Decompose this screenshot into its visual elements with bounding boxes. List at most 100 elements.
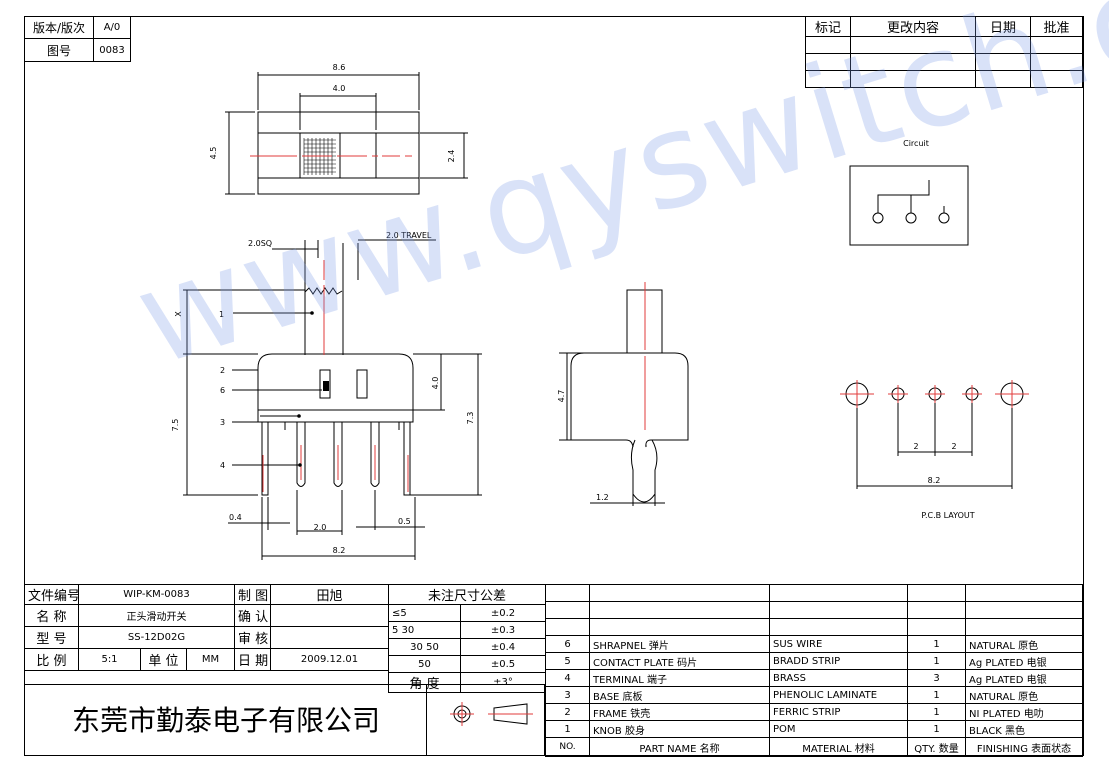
tol-val-4: ±0.5 bbox=[459, 655, 547, 673]
label-part-3: 3 bbox=[220, 418, 225, 427]
confirm-label: 确 认 bbox=[234, 604, 271, 627]
bom-finish: Ag PLATED 电银 bbox=[965, 652, 1083, 670]
dim-top-knob: 2.4 bbox=[447, 150, 456, 163]
bom-part: CONTACT PLATE 码片 bbox=[589, 652, 770, 670]
dim-top-height: 4.5 bbox=[209, 147, 218, 160]
label-part-4: 4 bbox=[220, 461, 225, 470]
revision-table: 标记 更改内容 日期 批准 bbox=[805, 16, 1083, 88]
company-name: 东莞市勤泰电子有限公司 bbox=[71, 704, 380, 737]
bom-header-material: MATERIAL 材料 bbox=[769, 737, 908, 757]
dim-h73: 7.3 bbox=[466, 412, 475, 425]
bom-header-qty: QTY. 数量 bbox=[907, 737, 966, 757]
circuit-label: Circuit bbox=[903, 139, 929, 148]
bom-header-finish: FINISHING 表面状态 bbox=[965, 737, 1083, 757]
label-part-2: 2 bbox=[220, 366, 225, 375]
bom-no: 4 bbox=[545, 669, 590, 687]
top-view-body bbox=[257, 111, 420, 195]
bom-qty: 1 bbox=[907, 720, 966, 738]
bom-no: 1 bbox=[545, 720, 590, 738]
bom-material: FERRIC STRIP bbox=[769, 703, 908, 721]
bom-qty: 3 bbox=[907, 669, 966, 687]
bom-qty: 1 bbox=[907, 652, 966, 670]
tol-range-1: ≤5 bbox=[388, 604, 461, 622]
dim-side47: 4.7 bbox=[557, 390, 566, 403]
tol-range-2: 5 30 bbox=[388, 621, 461, 639]
file-no-value: WIP-KM-0083 bbox=[78, 584, 235, 605]
dim-x: X bbox=[174, 311, 183, 317]
bom-no: 5 bbox=[545, 652, 590, 670]
model-value: SS-12D02G bbox=[78, 626, 235, 649]
dim-pcb2b: 2 bbox=[951, 442, 956, 451]
projection-symbol-box bbox=[426, 684, 545, 756]
bom-no: 2 bbox=[545, 703, 590, 721]
dim-travel: 2.0 TRAVEL bbox=[386, 231, 432, 240]
bom-part: TERMINAL 端子 bbox=[589, 669, 770, 687]
dim-h40: 4.0 bbox=[431, 377, 440, 390]
tol-range-4: 50 bbox=[388, 655, 461, 673]
tol-val-2: ±0.3 bbox=[459, 621, 547, 639]
rev-approve-header: 批准 bbox=[1030, 16, 1083, 37]
rev-date-header: 日期 bbox=[975, 16, 1031, 37]
dim-d20: 2.0 bbox=[314, 523, 327, 532]
bom-finish: NI PLATED 电叻 bbox=[965, 703, 1083, 721]
unit-label: 单 位 bbox=[140, 648, 187, 671]
review-label: 审 核 bbox=[234, 626, 271, 649]
bom-finish: NATURAL 原色 bbox=[965, 635, 1083, 653]
name-value: 正头滑动开关 bbox=[78, 604, 235, 627]
drawing-no-value: 0083 bbox=[93, 38, 131, 62]
dim-top-slot: 4.0 bbox=[333, 84, 346, 93]
draw-label: 制 图 bbox=[234, 584, 271, 605]
dim-side12: 1.2 bbox=[596, 493, 609, 502]
bom-finish: NATURAL 原色 bbox=[965, 686, 1083, 704]
dim-pcb82: 8.2 bbox=[928, 476, 941, 485]
bom-qty: 1 bbox=[907, 703, 966, 721]
bom-finish: BLACK 黑色 bbox=[965, 720, 1083, 738]
company-box bbox=[24, 684, 427, 756]
bom-no: 3 bbox=[545, 686, 590, 704]
bom-part: BASE 底板 bbox=[589, 686, 770, 704]
tol-val-3: ±0.4 bbox=[459, 638, 547, 656]
date-value: 2009.12.01 bbox=[270, 648, 389, 671]
tol-range-3: 30 50 bbox=[388, 638, 461, 656]
bom-material: POM bbox=[769, 720, 908, 738]
label-part-1: 1 bbox=[219, 310, 224, 319]
bom-header-part: PART NAME 名称 bbox=[589, 737, 770, 757]
dim-top-width: 8.6 bbox=[333, 63, 346, 72]
bom-part: KNOB 胶身 bbox=[589, 720, 770, 738]
bom-part: SHRAPNEL 弹片 bbox=[589, 635, 770, 653]
bom-material: PHENOLIC LAMINATE bbox=[769, 686, 908, 704]
bom-part: FRAME 铁壳 bbox=[589, 703, 770, 721]
draw-value: 田旭 bbox=[270, 584, 389, 605]
date-label: 日 期 bbox=[234, 648, 271, 671]
dim-h75: 7.5 bbox=[171, 419, 180, 432]
model-label: 型 号 bbox=[24, 626, 79, 649]
bom-qty: 1 bbox=[907, 686, 966, 704]
bom-qty: 1 bbox=[907, 635, 966, 653]
bom-header-no: NO. bbox=[545, 737, 590, 757]
name-label: 名 称 bbox=[24, 604, 79, 627]
bom-finish: Ag PLATED 电银 bbox=[965, 669, 1083, 687]
dim-d05: 0.5 bbox=[398, 517, 411, 526]
dim-sq: 2.0SQ bbox=[248, 239, 272, 248]
dim-pcb2a: 2 bbox=[913, 442, 918, 451]
bom-material: BRADD STRIP bbox=[769, 652, 908, 670]
bom-material: BRASS bbox=[769, 669, 908, 687]
dim-d04: 0.4 bbox=[229, 513, 242, 522]
title-block: 文件编号 WIP-KM-0083 制 图 田旭 名 称 正头滑动开关 确 认 型… bbox=[24, 584, 389, 671]
tolerance-title: 未注尺寸公差 bbox=[387, 584, 547, 605]
unit-value: MM bbox=[186, 648, 235, 671]
file-no-label: 文件编号 bbox=[24, 584, 79, 605]
bom-no: 6 bbox=[545, 635, 590, 653]
tolerance-table: 未注尺寸公差 ≤5±0.2 5 30±0.3 30 50±0.4 50±0.5 … bbox=[387, 584, 547, 693]
bom-material: SUS WIRE bbox=[769, 635, 908, 653]
dim-d82: 8.2 bbox=[333, 546, 346, 555]
scale-label: 比 例 bbox=[24, 648, 79, 671]
